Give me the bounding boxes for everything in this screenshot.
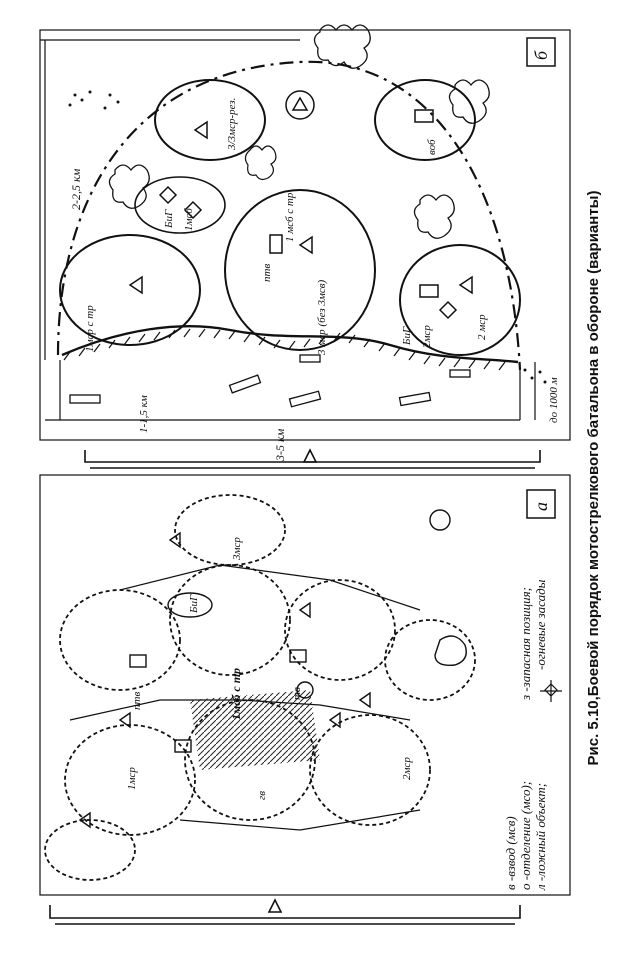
triangle-symbol [328,711,341,729]
rect-symbol [269,234,283,254]
label-gv: гв [256,791,268,800]
label-right-company: 2мср [401,757,413,780]
label-big1: БиГ [163,209,175,229]
rect-symbol [289,649,307,663]
label-width: 3-5 км [273,428,287,462]
rect-symbol [419,284,439,298]
legend-line-3: л -ложный объект; [533,783,548,891]
vob-area [374,79,476,161]
circle-symbol [296,681,314,699]
panel-a-frame [39,474,571,896]
label-big2: БиГ [401,326,413,346]
defense-boundary [56,60,522,371]
label-depth-top: 2-2,5 км [69,168,83,210]
triangle-symbol [358,691,371,709]
panel-b-frame [39,29,571,441]
bush-dots [68,90,547,384]
forest-cluster [244,145,277,181]
label-big: БиГ [188,594,200,614]
big-oval [167,592,213,618]
forest-cluster [448,79,490,124]
triangle-symbol [298,601,311,619]
figure-caption: Рис. 5.10,Боевой порядок мотострелкового… [585,190,602,766]
company-area-3mcr [224,189,376,351]
legend-line-4: з -запасная позиция; [518,587,533,701]
reserve-area [154,79,266,161]
triangle-symbol [118,711,131,729]
panel-b-letter-box [526,37,556,67]
company-area-1mcr [59,234,201,346]
panel-b-letter: б [531,50,551,60]
label-reserve: 3/3мср-рез. [226,98,238,151]
label-tv: тв [291,687,303,700]
circle-symbol [429,509,451,531]
label-1mcr: 1мср с тр [84,305,96,352]
direction-bar-bottom [49,905,521,919]
triangle-symbol [193,120,208,140]
label-front-depth: 1-1,5 км [138,395,150,433]
forward-edge [61,325,519,364]
label-center-company: 1мсб с тр [229,668,243,720]
legend-line-2: о -отделение (мсо); [518,781,533,890]
triangle-symbol [298,235,313,255]
circle-symbol [285,90,315,120]
label-2mcr: 2 мср [476,314,488,340]
label-mcb: 1 мсб с тр [284,192,296,242]
direction-bars [49,448,541,925]
triangle-symbol [78,811,91,829]
circle-symbol-triangle [291,96,309,111]
panel-a-letter-box [526,489,556,519]
defense-perimeters [44,494,476,881]
direction-arrow-top [302,448,318,463]
label-ptv-b: птв [261,264,273,282]
label-big2-sub: 2мср [421,325,433,348]
triangle-symbol [168,531,181,549]
label-3mcr: 3 мср (без 3мсв) [316,279,328,356]
forest-cluster [413,194,455,239]
panel-a: а в -взвод (мсв) о -отделение (мсо); л -… [39,474,571,896]
diamond-symbol [438,300,458,320]
forest-cluster [313,24,371,69]
diamond-symbol [183,200,203,220]
legend-line-1: в -взвод (мсв) [503,816,518,890]
rect-symbol [129,654,147,668]
diamond-symbol [158,185,178,205]
label-top-company: 3мср [231,537,243,561]
direction-arrow-bottom [267,898,283,913]
obstacle-marks [69,354,471,408]
rect-symbol [174,739,192,753]
ambush-icon [540,680,562,702]
label-to-1000: до 1000 м [548,377,560,423]
label-vob: воб [426,139,438,155]
legend: в -взвод (мсв) о -отделение (мсо); л -ло… [503,579,548,891]
rect-symbol [414,109,434,123]
hatched-area [190,690,320,770]
panel-b: б [39,24,571,462]
panel-a-letter: а [531,502,551,511]
label-left-company: 1мср [126,767,138,790]
company-area-2mcr [399,244,521,356]
label-big1-sub: 1мсб [183,208,195,231]
dimension-lines [40,39,536,421]
legend-line-5: -огневые засады [533,579,548,670]
forest-cluster [108,164,150,209]
triangle-symbol [128,275,143,295]
platoon-symbols [128,90,473,320]
lake-shape [434,635,467,666]
triangle-symbol [458,275,473,295]
label-ptv: птв [131,692,143,710]
panel-a-symbols [78,509,467,829]
big-area-1 [134,176,226,234]
